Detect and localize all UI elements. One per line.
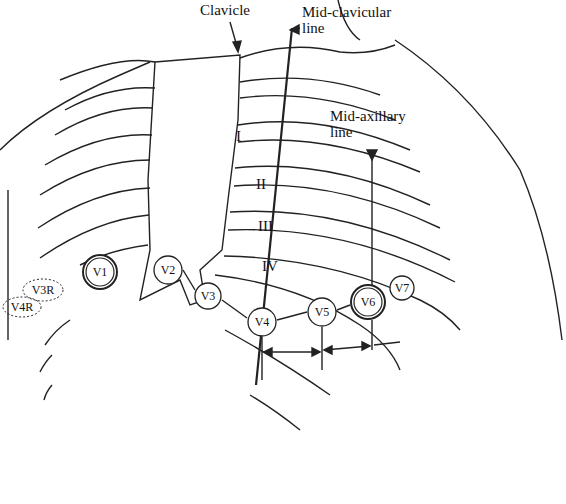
rib xyxy=(238,122,410,150)
electrode-outline xyxy=(83,255,117,289)
electrode-outline xyxy=(86,258,114,286)
arrow-head xyxy=(324,346,332,354)
sternum xyxy=(140,55,240,305)
rib xyxy=(240,78,380,95)
anatomy-label: Mid-axillary line xyxy=(330,108,425,140)
electrode-circle: V5 xyxy=(307,297,337,327)
intercostal-number: II xyxy=(256,176,280,192)
electrode-circle: V6 xyxy=(350,284,386,320)
electrode-circle: V3R xyxy=(22,278,64,302)
electrode-link xyxy=(337,305,350,310)
rib xyxy=(40,355,52,372)
body-outline xyxy=(395,40,562,340)
dimension-arrow xyxy=(374,342,400,345)
rib xyxy=(230,211,450,260)
electrode-outline xyxy=(154,256,182,284)
rib xyxy=(224,256,460,330)
rib xyxy=(40,215,149,258)
rib xyxy=(238,140,420,172)
body-outline xyxy=(0,62,150,150)
arrow-head xyxy=(312,348,320,356)
arrow-head xyxy=(264,348,272,356)
mid-axillary-line xyxy=(371,320,372,350)
lead-label: V6 xyxy=(361,296,376,308)
arrow-head xyxy=(362,342,370,350)
electrode-outline xyxy=(390,276,414,300)
rib xyxy=(38,188,150,228)
rib xyxy=(45,320,70,345)
rib xyxy=(215,275,400,370)
electrode-outline xyxy=(308,298,336,326)
rib xyxy=(65,88,155,110)
guide-line xyxy=(261,337,262,380)
electrode-link xyxy=(222,300,247,318)
lead-label: V3 xyxy=(201,290,216,302)
guide-line xyxy=(321,327,322,370)
electrode-link xyxy=(277,312,307,320)
lead-label: V1 xyxy=(93,266,108,278)
lead-label: V3R xyxy=(32,284,55,296)
electrode-circle: V3 xyxy=(194,282,222,310)
intercostal-number: IV xyxy=(262,258,292,274)
rib xyxy=(44,385,52,400)
lead-label: V2 xyxy=(161,264,176,276)
rib xyxy=(250,395,300,430)
electrode-circle: V1 xyxy=(82,254,118,290)
arrow-head xyxy=(290,25,299,34)
clavicle xyxy=(240,45,395,58)
electrode-circle: V7 xyxy=(389,275,415,301)
anatomy-label: Mid-clavicular line xyxy=(302,4,402,36)
arrow-head xyxy=(233,41,241,52)
electrode-outline xyxy=(23,279,63,301)
electrode-outline xyxy=(195,283,221,309)
lead-label: V4 xyxy=(255,316,270,328)
rib xyxy=(228,230,455,282)
electrode-outline xyxy=(354,288,382,316)
anatomy-label: Clavicle xyxy=(200,2,270,18)
mid-axillary-line xyxy=(371,150,372,285)
rib xyxy=(55,108,153,135)
rib xyxy=(225,330,330,395)
lead-label: V4R xyxy=(11,301,34,313)
electrode-circle: V2 xyxy=(153,255,183,285)
lead-label: V5 xyxy=(315,306,330,318)
electrode-outline xyxy=(351,285,385,319)
side-line xyxy=(7,190,8,340)
electrode-outline xyxy=(248,308,276,336)
intercostal-number: III xyxy=(258,218,288,234)
arrow-head xyxy=(367,150,377,160)
rib xyxy=(235,166,430,205)
electrode-link xyxy=(183,270,195,290)
clavicle xyxy=(60,60,155,80)
electrode-circle: V4 xyxy=(247,307,277,337)
lead-label: V7 xyxy=(395,282,410,294)
electrode-circle: V4R xyxy=(2,296,42,318)
intercostal-number: I xyxy=(236,128,256,144)
